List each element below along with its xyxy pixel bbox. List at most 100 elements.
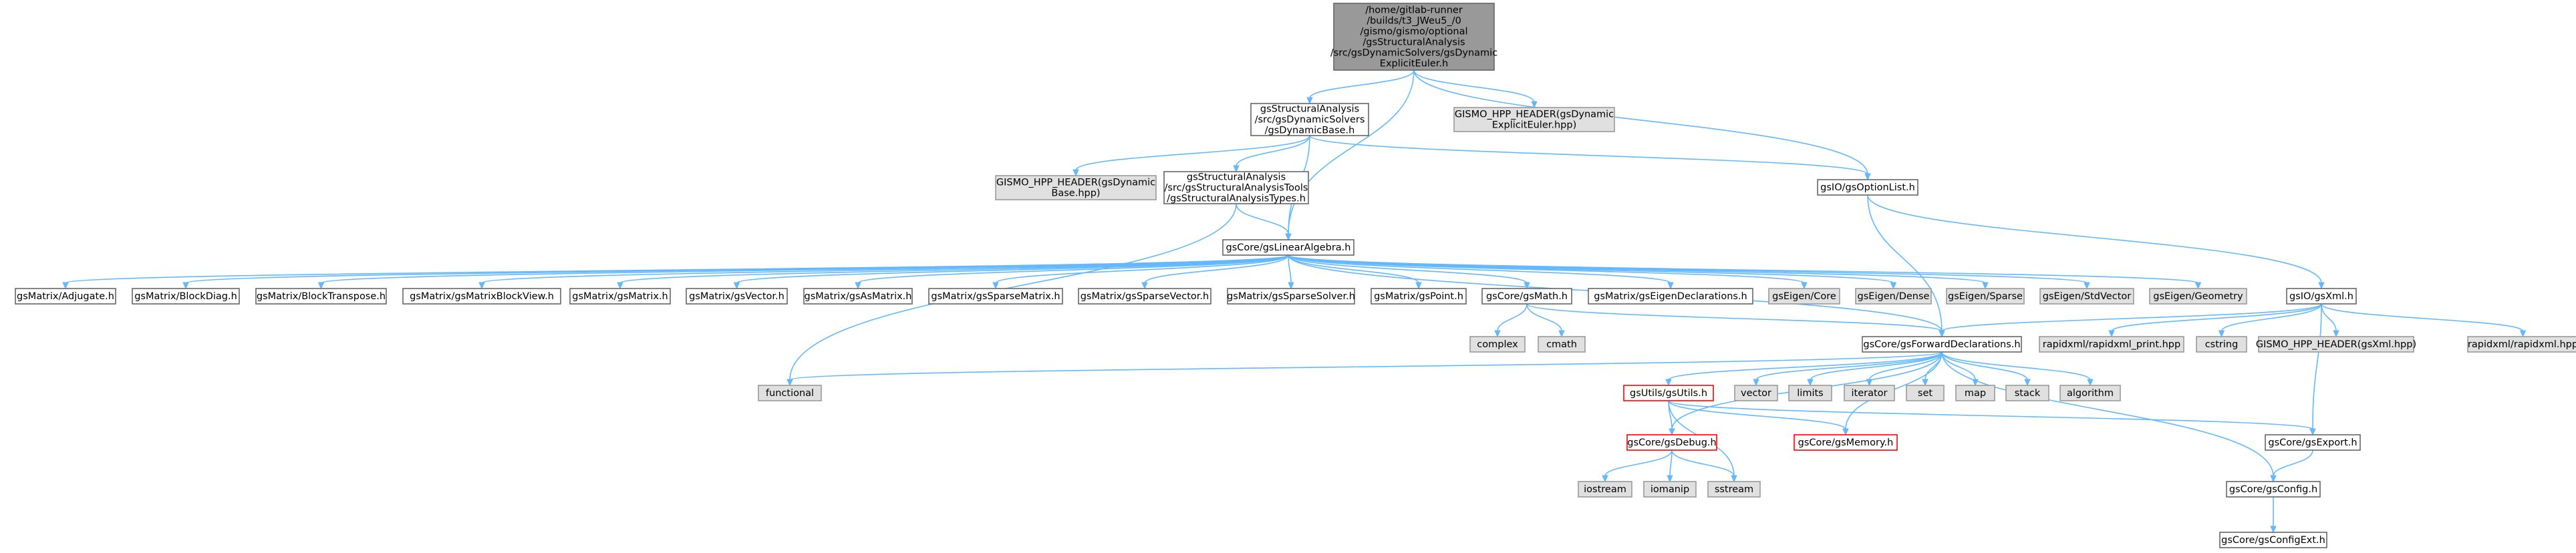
node-label-hpp_base-line-1: Base.hpp) xyxy=(1051,188,1100,199)
node-box-rapidxml xyxy=(2467,336,2576,353)
node-gsexport[interactable]: gsCore/gsExport.h xyxy=(2265,434,2361,451)
node-blocktranspose[interactable]: gsMatrix/BlockTranspose.h xyxy=(255,288,387,305)
node-label-blockview-line-0: gsMatrix/gsMatrixBlockView.h xyxy=(410,291,554,302)
node-label-complex-line-0: complex xyxy=(1477,339,1518,350)
node-gsmatrix[interactable]: gsMatrix/gsMatrix.h xyxy=(569,288,671,305)
node-label-gsconfig-line-0: gsCore/gsConfig.h xyxy=(2229,484,2317,495)
node-gsutils[interactable]: gsUtils/gsUtils.h xyxy=(1623,385,1714,401)
node-rapidxml: rapidxml/rapidxml.hpp xyxy=(2467,336,2576,353)
edge-gsxml-to-rapidxml xyxy=(2321,303,2527,338)
node-label-gsmath-line-0: gsCore/gsMath.h xyxy=(1486,291,1568,302)
node-fwddecl[interactable]: gsCore/gsForwardDeclarations.h xyxy=(1862,336,2022,353)
node-cstring: cstring xyxy=(2196,336,2247,353)
node-label-cmath-line-0: cmath xyxy=(1546,339,1577,350)
node-box-eigen_geometry xyxy=(2149,288,2247,305)
node-label-asmatrix-line-0: gsMatrix/gsAsMatrix.h xyxy=(805,291,912,302)
node-dynbase[interactable]: gsStructuralAnalysis/src/gsDynamicSolver… xyxy=(1250,103,1369,136)
node-blockview[interactable]: gsMatrix/gsMatrixBlockView.h xyxy=(402,288,561,305)
node-box-dynbase xyxy=(1250,103,1369,136)
edge-fwddecl-to-vector xyxy=(1753,351,1943,387)
edge-gsexport-to-gsconfig xyxy=(2270,449,2313,483)
node-box-vector xyxy=(1734,385,1778,401)
node-gsconfigext[interactable]: gsCore/gsConfigExt.h xyxy=(2219,532,2327,548)
node-label-eigen_sparse-line-0: gsEigen/Sparse xyxy=(1948,291,2023,302)
node-box-gsconfig xyxy=(2226,481,2321,498)
node-box-gsvector xyxy=(686,288,788,305)
node-gspoint[interactable]: gsMatrix/gsPoint.h xyxy=(1371,288,1467,305)
node-set: set xyxy=(1906,385,1945,401)
node-adjugate[interactable]: gsMatrix/Adjugate.h xyxy=(15,288,116,305)
node-label-set-line-0: set xyxy=(1918,388,1933,399)
node-box-satypes xyxy=(1163,171,1309,204)
node-satypes[interactable]: gsStructuralAnalysis/src/gsStructuralAna… xyxy=(1163,171,1309,204)
node-label-root-line-4: /src/gsDynamicSolvers/gsDynamic xyxy=(1330,48,1497,59)
node-label-functional-line-0: functional xyxy=(766,388,814,399)
node-box-gsexport xyxy=(2265,434,2361,451)
node-box-hpp_euler xyxy=(1453,107,1615,132)
node-iostream: iostream xyxy=(1578,481,1632,498)
node-label-linalg-line-0: gsCore/gsLinearAlgebra.h xyxy=(1226,242,1351,253)
edge-gsdebug-to-iostream xyxy=(1602,449,1673,483)
node-root[interactable]: /home/gitlab-runner/builds/t3_JWeu5_/0/g… xyxy=(1330,3,1497,71)
node-label-sparsesolver-line-0: gsMatrix/gsSparseSolver.h xyxy=(1227,291,1355,302)
node-label-gsdebug-line-0: gsCore/gsDebug.h xyxy=(1627,437,1716,448)
edge-gsxml-to-fwddecl xyxy=(1939,303,2322,338)
node-gsmemory[interactable]: gsCore/gsMemory.h xyxy=(1794,434,1898,451)
node-label-algorithm-line-0: algorithm xyxy=(2067,388,2114,399)
edge-linalg-to-blockview xyxy=(478,254,1289,290)
node-box-gsconfigext xyxy=(2219,532,2327,548)
node-box-map xyxy=(1955,385,1995,401)
node-gsconfig[interactable]: gsCore/gsConfig.h xyxy=(2226,481,2321,498)
node-rapid_print: rapidxml/rapidxml_print.hpp xyxy=(2039,336,2184,353)
node-blockdiag[interactable]: gsMatrix/BlockDiag.h xyxy=(132,288,240,305)
node-label-satypes-line-0: gsStructuralAnalysis xyxy=(1187,172,1286,183)
node-box-functional xyxy=(758,385,822,401)
dependency-edges xyxy=(62,69,2527,534)
node-label-cstring-line-0: cstring xyxy=(2205,339,2239,350)
node-label-hpp_base-line-0: GISMO_HPP_HEADER(gsDynamic xyxy=(996,178,1155,188)
node-cmath: cmath xyxy=(1538,336,1586,353)
node-box-gsxml xyxy=(2286,288,2357,305)
node-gsvector[interactable]: gsMatrix/gsVector.h xyxy=(686,288,788,305)
node-asmatrix[interactable]: gsMatrix/gsAsMatrix.h xyxy=(803,288,913,305)
node-label-root-line-3: /gsStructuralAnalysis xyxy=(1363,37,1465,48)
edge-fwddecl-to-gsconfig xyxy=(1941,351,2277,483)
node-box-sparsevector xyxy=(1078,288,1211,305)
node-eigen_stdvector: gsEigen/StdVector xyxy=(2039,288,2134,305)
node-box-eigen_stdvector xyxy=(2039,288,2134,305)
node-optionlist[interactable]: gsIO/gsOptionList.h xyxy=(1817,179,1918,196)
node-gsxml[interactable]: gsIO/gsXml.h xyxy=(2286,288,2357,305)
node-box-limits xyxy=(1788,385,1832,401)
node-label-dynbase-line-2: /gsDynamicBase.h xyxy=(1265,126,1355,136)
edge-linalg-to-gsmatrix xyxy=(617,254,1289,290)
node-eigendecl[interactable]: gsMatrix/gsEigenDeclarations.h xyxy=(1588,288,1753,305)
node-sparsematrix[interactable]: gsMatrix/gsSparseMatrix.h xyxy=(928,288,1063,305)
node-label-rapidxml-line-0: rapidxml/rapidxml.hpp xyxy=(2468,339,2576,350)
node-hpp_base: GISMO_HPP_HEADER(gsDynamicBase.hpp) xyxy=(995,175,1157,200)
edge-gsxml-to-cstring xyxy=(2218,303,2322,338)
node-gsmath[interactable]: gsCore/gsMath.h xyxy=(1481,288,1572,305)
node-label-map-line-0: map xyxy=(1965,388,1986,399)
node-label-root-line-5: ExplicitEuler.h xyxy=(1380,59,1448,69)
node-sparsevector[interactable]: gsMatrix/gsSparseVector.h xyxy=(1078,288,1211,305)
node-box-stack xyxy=(2005,385,2049,401)
node-box-root xyxy=(1333,3,1495,71)
node-label-satypes-line-2: /gsStructuralAnalysisTypes.h xyxy=(1167,194,1306,204)
node-box-eigen_sparse xyxy=(1946,288,2025,305)
node-sparsesolver[interactable]: gsMatrix/gsSparseSolver.h xyxy=(1227,288,1355,305)
node-hpp_euler: GISMO_HPP_HEADER(gsDynamicExplicitEuler.… xyxy=(1453,107,1615,132)
node-gsdebug[interactable]: gsCore/gsDebug.h xyxy=(1626,434,1717,451)
node-linalg[interactable]: gsCore/gsLinearAlgebra.h xyxy=(1222,239,1354,256)
edge-fwddecl-to-algorithm xyxy=(1941,351,2094,387)
node-label-gsmemory-line-0: gsCore/gsMemory.h xyxy=(1798,437,1894,448)
node-label-sparsematrix-line-0: gsMatrix/gsSparseMatrix.h xyxy=(931,291,1060,302)
edge-dynbase-to-hpp_base xyxy=(1072,135,1310,177)
node-box-cmath xyxy=(1538,336,1586,353)
node-box-sstream xyxy=(1707,481,1761,498)
node-box-asmatrix xyxy=(803,288,913,305)
node-vector: vector xyxy=(1734,385,1778,401)
node-box-adjugate xyxy=(15,288,116,305)
node-label-root-line-1: /builds/t3_JWeu5_/0 xyxy=(1367,16,1461,27)
node-stack: stack xyxy=(2005,385,2049,401)
